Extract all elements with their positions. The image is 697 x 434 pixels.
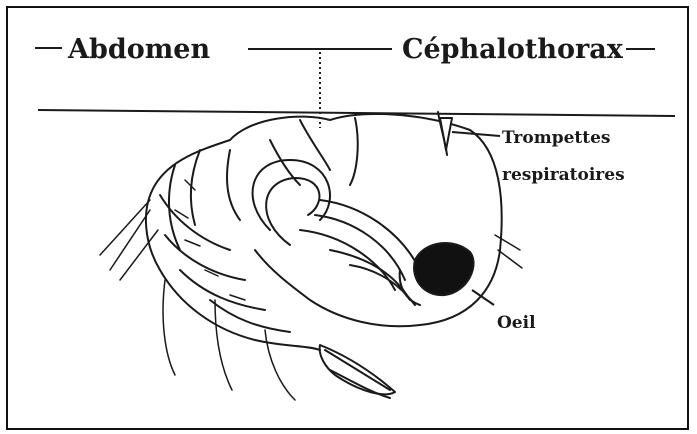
- trompettes-label-line2: respiratoires: [502, 165, 625, 185]
- cephalothorax-outline: [230, 114, 502, 326]
- oeil-label: Oeil: [497, 313, 536, 333]
- pupa-illustration: [100, 112, 522, 400]
- trompettes-label-line1: Trompettes: [502, 128, 611, 148]
- eye-shape: [414, 243, 474, 295]
- cephalothorax-label: Céphalothorax: [402, 34, 624, 65]
- abdomen-label: Abdomen: [67, 34, 210, 65]
